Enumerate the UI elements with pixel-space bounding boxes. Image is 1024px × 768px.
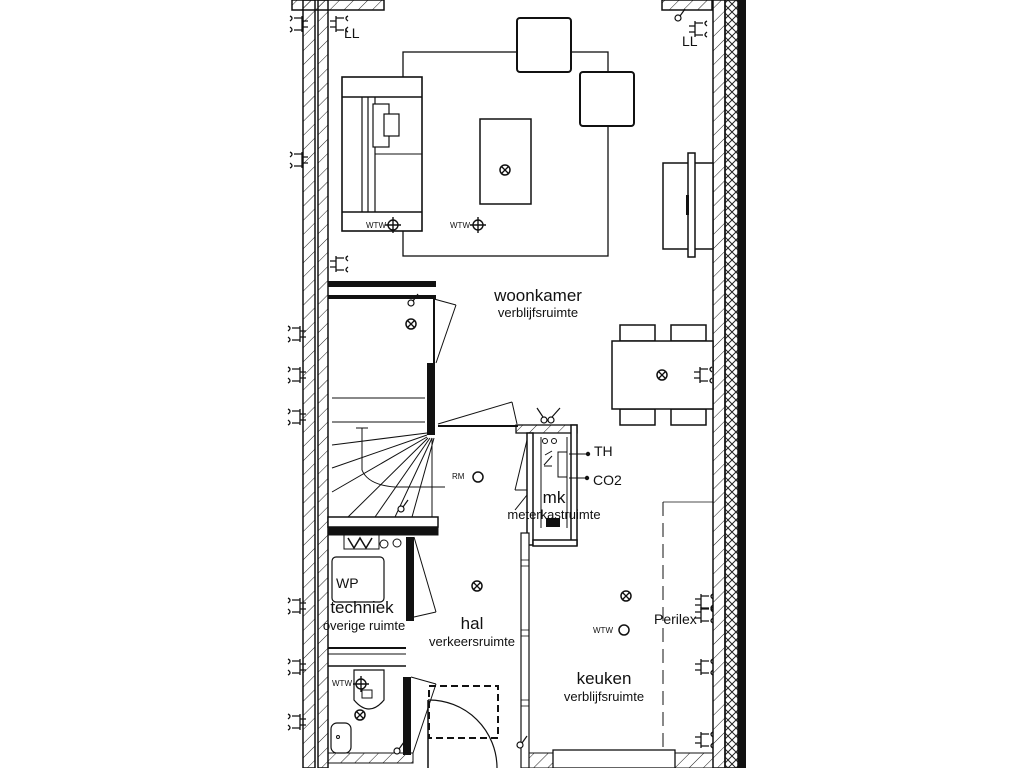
th-label: TH xyxy=(594,443,613,459)
front-door-swing xyxy=(427,699,498,768)
sofa xyxy=(341,76,423,232)
ceiling-light-icon xyxy=(405,318,417,330)
co2-label: CO2 xyxy=(593,472,622,488)
room-type-mk: meterkastruimte xyxy=(507,507,601,522)
wp-label: WP xyxy=(336,575,359,591)
wtw-label-sofa: WTW xyxy=(366,221,386,230)
armchair xyxy=(579,71,635,127)
ll-label-left: LL xyxy=(344,25,360,41)
light-switch-icon xyxy=(397,499,409,513)
room-name-techniek: techniek xyxy=(330,598,394,617)
rm-label: RM xyxy=(452,472,465,481)
wtw-label-toilet: WTW xyxy=(332,679,352,688)
ventilation-valve-icon xyxy=(469,216,487,234)
ll-label-right: LL xyxy=(682,33,698,49)
room-name-hal: hal xyxy=(460,614,484,633)
coffee-table xyxy=(479,118,532,205)
ceiling-light-icon xyxy=(620,590,632,602)
room-name-mk: mk xyxy=(542,488,566,507)
room-name-woonkamer: woonkamer xyxy=(494,286,582,305)
storage-closet xyxy=(328,281,457,435)
meter-cupboard xyxy=(514,424,578,547)
light-switch-icon xyxy=(393,741,405,755)
ceiling-light-icon xyxy=(656,369,668,381)
room-type-hal: verkeersruimte xyxy=(429,634,515,649)
ceiling-light-icon xyxy=(471,580,483,592)
room-name-keuken: keuken xyxy=(576,669,632,688)
ceiling-light-icon xyxy=(354,709,366,721)
ceiling-light-icon xyxy=(499,164,511,176)
light-switch-icon xyxy=(536,407,561,424)
wtw-label-kitchen: WTW xyxy=(593,626,613,635)
doormat xyxy=(428,685,499,739)
left-wall xyxy=(302,0,329,768)
light-switch-icon xyxy=(674,8,686,22)
room-type-woonkamer: verblijfsruimte xyxy=(497,305,579,320)
ventilation-valve-icon xyxy=(618,624,630,636)
co2-sensor-icon xyxy=(569,475,590,481)
perilex-label: Perilex xyxy=(654,611,697,627)
room-type-keuken: verblijfsruimte xyxy=(563,689,645,704)
right-wall xyxy=(712,0,746,768)
wtw-label-living: WTW xyxy=(450,221,470,230)
room-type-techniek: overige ruimte xyxy=(322,618,406,633)
thermostat-icon xyxy=(569,451,591,457)
technical-room xyxy=(328,534,437,667)
armchair xyxy=(516,17,572,73)
tv-cabinet xyxy=(662,152,714,258)
staircase xyxy=(327,397,445,536)
smoke-detector-icon xyxy=(472,471,484,483)
